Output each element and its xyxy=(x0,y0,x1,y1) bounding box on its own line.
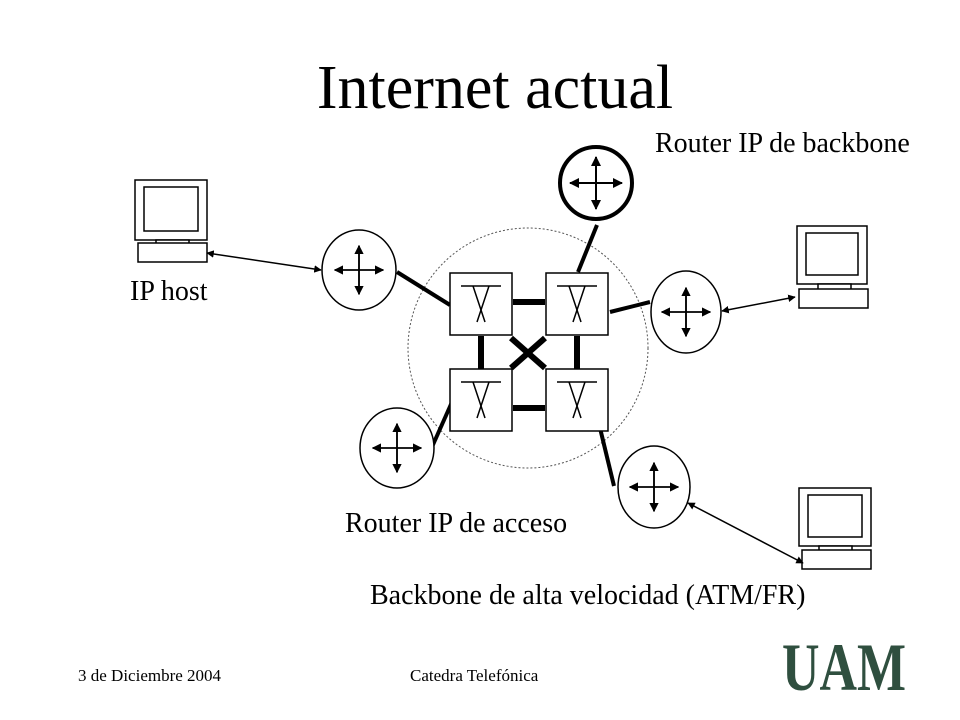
uam-logo: UAM xyxy=(782,629,906,705)
computer-icon xyxy=(134,179,208,263)
backbone-label: Backbone de alta velocidad (ATM/FR) xyxy=(370,580,806,611)
ip-host-label: IP host xyxy=(130,276,208,307)
svg-text:UAM: UAM xyxy=(782,629,906,705)
footer-center: Catedra Telefónica xyxy=(410,666,539,685)
router-links xyxy=(395,224,651,487)
backbone-links xyxy=(478,299,580,411)
backbone-boundary xyxy=(407,227,649,469)
router-icon xyxy=(321,229,397,311)
router-icon xyxy=(617,445,691,529)
slide-title: Internet actual xyxy=(316,54,674,122)
computer-icon xyxy=(796,225,869,309)
host-links xyxy=(206,250,804,564)
backbone-router-icon xyxy=(558,145,634,221)
router-icon xyxy=(359,407,435,489)
switch-icon xyxy=(545,368,609,432)
switch-icon xyxy=(449,272,513,336)
computer-icon xyxy=(798,487,872,570)
switch-icon xyxy=(449,368,513,432)
backbone-router-label: Router IP de backbone xyxy=(655,128,910,159)
switch-icon xyxy=(545,272,609,336)
footer-date: 3 de Diciembre 2004 xyxy=(78,666,222,685)
router-icon xyxy=(650,270,722,354)
access-router-label: Router IP de acceso xyxy=(345,508,568,539)
